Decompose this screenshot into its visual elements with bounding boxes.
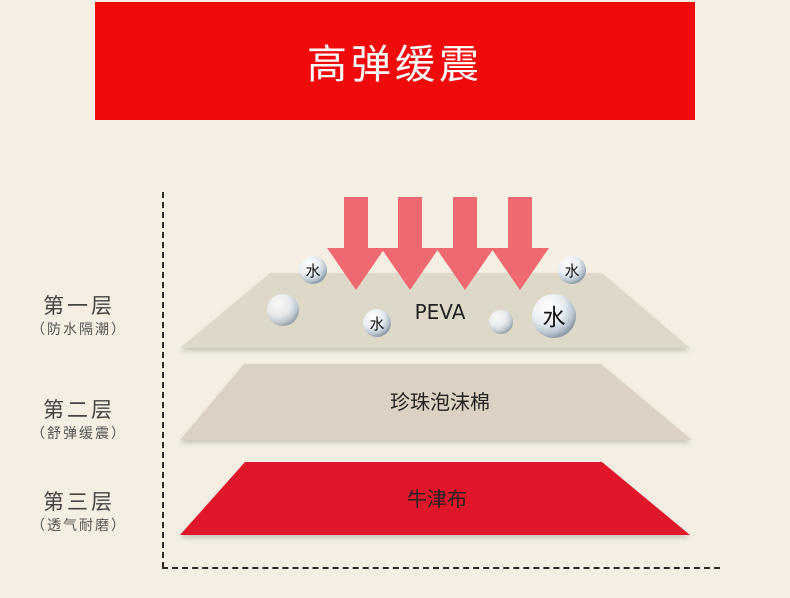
layer-2-desc: （舒弹缓震） xyxy=(31,426,127,442)
bubble-icon xyxy=(267,294,299,326)
layer-1-label: 第一层 （防水隔潮） xyxy=(0,292,158,340)
water-drop-char: 水 xyxy=(369,315,384,333)
horizontal-dashed-axis xyxy=(162,567,720,569)
layer-3-name: 第三层 xyxy=(43,490,115,514)
water-drop-char: 水 xyxy=(543,305,566,331)
header-banner: 高弹缓震 xyxy=(95,2,695,120)
water-drop-icon xyxy=(299,256,327,284)
layer-2-label: 第二层 （舒弹缓震） xyxy=(0,396,158,444)
down-arrow-icon xyxy=(436,197,494,290)
down-arrow-icon xyxy=(327,197,385,290)
layer-1-material: PEVA xyxy=(415,300,466,324)
layer-3-label: 第三层 （透气耐磨） xyxy=(0,488,158,536)
layer-3-slab xyxy=(180,462,690,535)
water-drop-icon xyxy=(532,294,576,338)
water-bubbles: 水 水 水 水 xyxy=(267,256,586,338)
page-title: 高弹缓震 xyxy=(307,42,483,88)
layer-2-material: 珍珠泡沫棉 xyxy=(390,390,490,414)
vertical-dashed-axis xyxy=(162,192,164,568)
down-arrow-icon xyxy=(491,197,549,290)
water-drop-char: 水 xyxy=(305,262,320,280)
layer-1-desc: （防水隔潮） xyxy=(31,322,127,338)
bubble-icon xyxy=(489,310,513,334)
water-drop-icon xyxy=(558,256,586,284)
pressure-arrows xyxy=(327,197,549,290)
layer-3-desc: （透气耐磨） xyxy=(31,518,127,534)
water-drop-icon xyxy=(363,309,391,337)
layer-1-name: 第一层 xyxy=(43,294,115,318)
layer-2-slab xyxy=(180,364,692,440)
down-arrow-icon xyxy=(381,197,439,290)
layer-2-name: 第二层 xyxy=(43,398,115,422)
layer-3-material: 牛津布 xyxy=(407,487,467,511)
water-drop-char: 水 xyxy=(564,262,579,280)
